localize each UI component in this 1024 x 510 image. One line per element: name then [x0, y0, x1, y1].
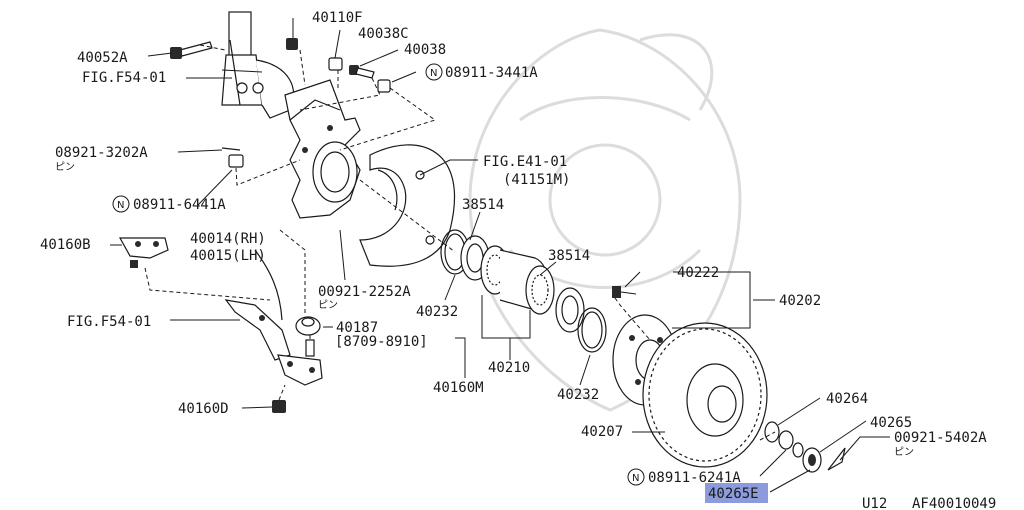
n-symbol-08911-3441a: N: [425, 63, 443, 81]
label-08921-3202a[interactable]: 08921-3202A: [55, 145, 148, 161]
bracket-40160b[interactable]: [118, 237, 169, 268]
label-40038c[interactable]: 40038C: [358, 26, 409, 42]
washer-40264[interactable]: [764, 421, 780, 443]
label-08911-6441a[interactable]: 08911-6441A: [133, 197, 226, 213]
label-40222[interactable]: 40222: [677, 265, 719, 281]
cotter-pin-00921-5402a[interactable]: [827, 447, 846, 471]
diagram-code-u12: U12: [862, 496, 887, 510]
dust-boot-40187[interactable]: [295, 316, 321, 336]
bearing-40210[interactable]: [480, 245, 555, 315]
diagram-code-af: AF40010049: [912, 496, 996, 510]
svg-text:N: N: [117, 200, 124, 211]
n-symbol-08911-6441a: N: [112, 195, 130, 213]
label-40210[interactable]: 40210: [488, 360, 530, 376]
label-38514-a[interactable]: 38514: [462, 197, 504, 213]
label-40232-b[interactable]: 40232: [557, 387, 599, 403]
label-41151m[interactable]: (41151M): [503, 172, 570, 188]
label-40015-lh[interactable]: 40015(LH): [190, 248, 266, 264]
svg-text:N: N: [632, 473, 639, 484]
ball-joint-40160m[interactable]: [277, 339, 323, 386]
label-40265[interactable]: 40265: [870, 415, 912, 431]
snap-ring-40232-outer[interactable]: [577, 307, 607, 353]
label-40160m[interactable]: 40160M: [433, 380, 484, 396]
label-40160b[interactable]: 40160B: [40, 237, 91, 253]
label-pin-1: ピン: [55, 161, 75, 173]
leader-lines: [110, 18, 890, 493]
label-38514-b[interactable]: 38514: [548, 248, 590, 264]
label-40160d[interactable]: 40160D: [178, 401, 229, 417]
label-08911-3441a[interactable]: 08911-3441A: [445, 65, 538, 81]
label-40187[interactable]: 40187: [336, 320, 378, 336]
label-08911-6241a[interactable]: 08911-6241A: [648, 470, 741, 486]
n-symbol-08911-6241a: N: [627, 468, 645, 486]
part-labels: 40110F 40038C 40038 08911-3441A 40052A F…: [40, 10, 996, 510]
brake-rotor-40207[interactable]: [642, 322, 768, 468]
backing-plate[interactable]: [359, 144, 456, 267]
label-40232-a[interactable]: 40232: [416, 304, 458, 320]
label-40207[interactable]: 40207: [581, 424, 623, 440]
hub-bolt-40222[interactable]: [612, 286, 637, 298]
nut-08911-3441a[interactable]: [377, 79, 391, 93]
steering-knuckle[interactable]: [284, 79, 361, 219]
bolt-40038[interactable]: [349, 65, 375, 79]
lower-arm[interactable]: [224, 249, 291, 361]
washer-08911-6241a[interactable]: [778, 430, 794, 450]
castle-nut-40265[interactable]: [802, 447, 822, 473]
nut-40038c[interactable]: [328, 57, 343, 71]
label-40038[interactable]: 40038: [404, 42, 446, 58]
label-00921-2252a[interactable]: 00921-2252A: [318, 284, 411, 300]
nut-08911-6441a[interactable]: [228, 154, 244, 168]
label-40265e[interactable]: 40265E: [708, 486, 759, 502]
label-pin-3: ピン: [894, 446, 914, 458]
label-00921-5402a[interactable]: 00921-5402A: [894, 430, 987, 446]
label-40110f[interactable]: 40110F: [312, 10, 363, 26]
nut-40160d[interactable]: [272, 400, 286, 413]
label-fig-e41-01[interactable]: FIG.E41-01: [483, 154, 567, 170]
label-40014-rh[interactable]: 40014(RH): [190, 231, 266, 247]
label-8709-8910[interactable]: [8709-8910]: [335, 334, 428, 350]
label-pin-2: ピン: [318, 299, 338, 311]
highlight-40265e: [705, 483, 768, 503]
nut-40110f[interactable]: [286, 38, 298, 50]
strut-assembly[interactable]: [221, 11, 295, 119]
o-ring[interactable]: [792, 442, 804, 458]
label-fig-f54-01-mid[interactable]: FIG.F54-01: [67, 314, 151, 330]
label-fig-f54-01-top[interactable]: FIG.F54-01: [82, 70, 166, 86]
label-40264[interactable]: 40264: [826, 391, 868, 407]
seal-38514-outer[interactable]: [555, 287, 585, 333]
cotter-pin-08921-3202a[interactable]: [221, 147, 241, 151]
label-40202[interactable]: 40202: [779, 293, 821, 309]
svg-text:N: N: [430, 68, 437, 79]
label-40052a[interactable]: 40052A: [77, 50, 128, 66]
assembly-lines: [144, 44, 776, 441]
bolt-40052a[interactable]: [170, 41, 213, 59]
